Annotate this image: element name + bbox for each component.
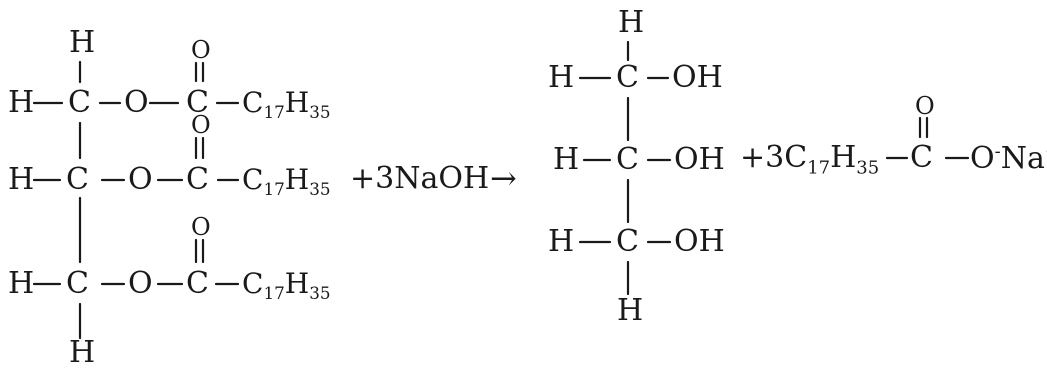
tg-row2-chain-c-sub: 17 (263, 178, 285, 199)
gl-row1-h: H (548, 60, 575, 95)
tg-row1-carbonyl-c: C (186, 85, 209, 120)
soap-carbonyl-o: O (915, 92, 935, 120)
gl-row3-oh: OH (674, 224, 725, 259)
tg-row2-o: O (128, 162, 153, 197)
reaction-arrow: → (490, 159, 517, 197)
tg-row2-carbonyl-o: O (191, 111, 211, 139)
tg-row2-c: C (66, 162, 89, 197)
tg-row3-h: H (8, 266, 35, 301)
gl-row2-h: H (553, 142, 580, 177)
gl-row2-oh: OH (674, 142, 725, 177)
gl-row3-c: C (616, 224, 639, 259)
tg-row3-chain: C17H35 (242, 270, 331, 302)
tg-row1-chain: C17H35 (242, 89, 331, 121)
tg-row1-o: O (124, 85, 149, 120)
tg-row3-chain-c: C (242, 267, 264, 300)
gl-row1-oh: OH (672, 60, 723, 95)
tg-row1-chain-h-sub: 35 (309, 101, 331, 122)
tg-row2-chain: C17H35 (242, 166, 331, 198)
gl-row1-c: C (616, 60, 639, 95)
reagent: +3NaOH (350, 164, 489, 194)
gl-top-h: H (618, 5, 645, 40)
tg-row1-chain-c-sub: 17 (263, 101, 285, 122)
tg-row3-o: O (128, 266, 153, 301)
soap-o-charge: - (994, 141, 1001, 162)
soap-na: Na (1000, 140, 1045, 176)
tg-row3-chain-h: H (284, 267, 310, 300)
tg-row2-h: H (8, 162, 35, 197)
tg-row3-carbonyl-c: C (186, 266, 209, 301)
soap-chain-h: H (830, 140, 857, 175)
soap-anion: O-Na+ (970, 143, 1047, 174)
tg-row2-chain-h-sub: 35 (309, 178, 331, 199)
soap-o: O (970, 140, 995, 176)
soap-na-charge: + (1045, 141, 1047, 162)
gl-row3-h: H (548, 224, 575, 259)
soap-carbonyl-c: C (910, 140, 933, 175)
tg-bottom-h: H (69, 335, 96, 370)
soap-prefix: +3C17H35 (740, 143, 879, 177)
tg-top-h: H (69, 25, 96, 60)
soap-chain-h-sub: 35 (856, 157, 880, 179)
tg-row3-c: C (66, 266, 89, 301)
soap-chain-c-sub: 17 (807, 157, 831, 179)
reagent-formula: NaOH (394, 161, 490, 196)
tg-row1-chain-h: H (284, 86, 310, 119)
reagent-coefficient: 3 (375, 161, 395, 196)
gl-bottom-h: H (617, 293, 644, 328)
tg-row1-c: C (68, 85, 91, 120)
soap-coefficient: 3 (765, 140, 785, 175)
tg-row1-chain-c: C (242, 86, 264, 119)
soap-chain-c: C (784, 140, 808, 175)
tg-row1-h: H (8, 85, 35, 120)
tg-row1-carbonyl-o: O (191, 36, 211, 64)
tg-row3-chain-c-sub: 17 (263, 282, 285, 303)
soap-plus: + (740, 140, 766, 175)
tg-row2-chain-h: H (284, 163, 310, 196)
gl-row2-c: C (616, 142, 639, 177)
tg-row2-chain-c: C (242, 163, 264, 196)
tg-row3-chain-h-sub: 35 (309, 282, 331, 303)
tg-row3-carbonyl-o: O (191, 213, 211, 241)
tg-row2-carbonyl-c: C (186, 162, 209, 197)
reagent-plus: + (350, 161, 376, 196)
